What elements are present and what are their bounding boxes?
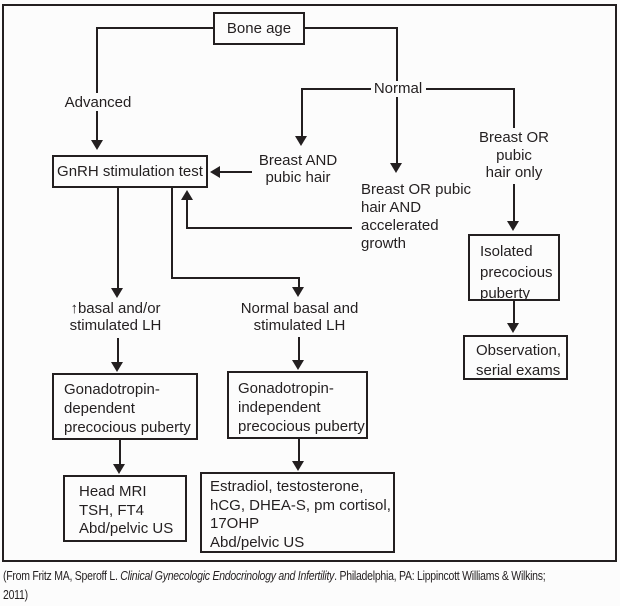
node-bone-age: Bone age bbox=[213, 12, 305, 45]
label-line: Breast OR pubic bbox=[361, 181, 472, 198]
arrowhead-down-icon bbox=[111, 362, 123, 372]
connector-line bbox=[171, 188, 173, 279]
arrowhead-left-icon bbox=[210, 166, 220, 178]
label-breast-or-pubic-hair-only: Breast OR pubic hair only bbox=[472, 129, 556, 182]
label-line: accelerated bbox=[361, 217, 439, 234]
arrowhead-down-icon bbox=[507, 323, 519, 333]
label-line: Breast OR bbox=[478, 129, 550, 146]
node-isolated-precocious-puberty: Isolated precocious puberty bbox=[468, 234, 560, 302]
connector-line bbox=[171, 277, 300, 279]
connector-line bbox=[513, 184, 515, 222]
label-normal: Normal bbox=[373, 80, 423, 97]
node-line: precocious puberty bbox=[64, 419, 191, 436]
label-line: hair AND bbox=[361, 199, 422, 216]
connector-line bbox=[396, 27, 398, 81]
node-line: precocious puberty bbox=[238, 418, 365, 435]
arrowhead-up-icon bbox=[181, 190, 193, 200]
node-line: 17OHP bbox=[210, 515, 260, 532]
node-head-mri-workup: Head MRI TSH, FT4 Abd/pelvic US bbox=[63, 475, 187, 542]
node-line: precocious bbox=[480, 264, 553, 281]
arrowhead-down-icon bbox=[91, 140, 103, 150]
connector-line bbox=[96, 27, 98, 93]
node-line: Abd/pelvic US bbox=[210, 533, 305, 551]
connector-line bbox=[298, 439, 300, 462]
node-line: Observation, bbox=[476, 342, 562, 359]
arrowhead-down-icon bbox=[295, 136, 307, 146]
label-breast-and-pubic-hair: Breast AND pubic hair bbox=[250, 152, 346, 186]
arrowhead-down-icon bbox=[292, 461, 304, 471]
node-line: puberty bbox=[480, 285, 531, 302]
connector-line bbox=[96, 111, 98, 141]
node-line: Gonadotropin- bbox=[64, 381, 160, 398]
label-line: ↑basal and/or bbox=[70, 300, 161, 317]
arrowhead-down-icon bbox=[507, 221, 519, 231]
node-line: Abd/pelvic US bbox=[79, 520, 174, 537]
connector-line bbox=[186, 227, 352, 229]
node-estradiol-panel: Estradiol, testosterone, hCG, DHEA-S, pm… bbox=[200, 472, 395, 553]
connector-line bbox=[513, 88, 515, 128]
connector-line bbox=[298, 337, 300, 361]
citation-book-title: Clinical Gynecologic Endocrinology and I… bbox=[120, 569, 335, 583]
connector-line bbox=[119, 440, 121, 465]
citation-line2: 2011) bbox=[3, 588, 28, 602]
node-bone-age-label: Bone age bbox=[226, 19, 292, 37]
citation-suffix: . Philadelphia, PA: Lippincott Williams … bbox=[334, 569, 546, 583]
arrowhead-down-icon bbox=[111, 288, 123, 298]
node-gnrh-label: GnRH stimulation test bbox=[57, 162, 203, 180]
connector-line bbox=[117, 338, 119, 363]
node-line: TSH, FT4 bbox=[79, 501, 145, 519]
connector-line bbox=[396, 97, 398, 164]
label-line: stimulated LH bbox=[69, 316, 162, 334]
label-line: Normal basal and bbox=[240, 300, 359, 317]
node-observation-serial-exams: Observation, serial exams bbox=[463, 335, 568, 380]
connector-line bbox=[301, 88, 303, 137]
node-line: hCG, DHEA-S, pm cortisol, bbox=[210, 496, 391, 514]
node-line: Head MRI bbox=[79, 483, 147, 500]
connector-line bbox=[117, 188, 119, 289]
connector-line bbox=[220, 171, 252, 173]
node-gnrh-stimulation-test: GnRH stimulation test bbox=[52, 155, 208, 188]
node-line: Isolated bbox=[480, 243, 533, 260]
source-citation: (From Fritz MA, Speroff L. Clinical Gyne… bbox=[3, 567, 546, 605]
label-line: hair only bbox=[485, 164, 543, 181]
label-line: growth bbox=[361, 235, 407, 252]
connector-line bbox=[513, 301, 515, 324]
connector-line bbox=[97, 27, 214, 29]
label-line: pubic hair bbox=[265, 169, 331, 186]
node-line: dependent bbox=[64, 400, 135, 417]
connector-line bbox=[426, 88, 515, 90]
diagram-border bbox=[2, 4, 617, 562]
node-line: independent bbox=[238, 399, 321, 416]
connector-line bbox=[304, 27, 398, 29]
label-breast-or-accelerated-growth: Breast OR pubic hair AND accelerated gro… bbox=[361, 181, 479, 253]
label-advanced: Advanced bbox=[64, 94, 132, 111]
arrowhead-down-icon bbox=[390, 163, 402, 173]
node-gonadotropin-independent: Gonadotropin- independent precocious pub… bbox=[227, 371, 368, 439]
citation-line1: (From Fritz MA, Speroff L. Clinical Gyne… bbox=[3, 567, 546, 586]
connector-line bbox=[186, 198, 188, 229]
label-line: pubic bbox=[496, 146, 532, 164]
node-gonadotropin-dependent: Gonadotropin- dependent precocious puber… bbox=[52, 373, 198, 440]
node-line: serial exams bbox=[476, 362, 561, 379]
label-elevated-basal-lh: ↑basal and/or stimulated LH bbox=[53, 300, 178, 334]
node-line: Gonadotropin- bbox=[238, 380, 334, 397]
arrowhead-down-icon bbox=[292, 287, 304, 297]
connector-line bbox=[303, 88, 371, 90]
label-normal-basal-lh: Normal basal and stimulated LH bbox=[237, 300, 362, 334]
arrowhead-down-icon bbox=[113, 464, 125, 474]
arrowhead-down-icon bbox=[292, 360, 304, 370]
node-line: Estradiol, testosterone, bbox=[210, 478, 364, 495]
label-line: Breast AND bbox=[258, 152, 338, 169]
label-line: stimulated LH bbox=[253, 316, 346, 334]
connector-line bbox=[298, 277, 300, 288]
citation-prefix: (From Fritz MA, Speroff L. bbox=[3, 569, 121, 583]
